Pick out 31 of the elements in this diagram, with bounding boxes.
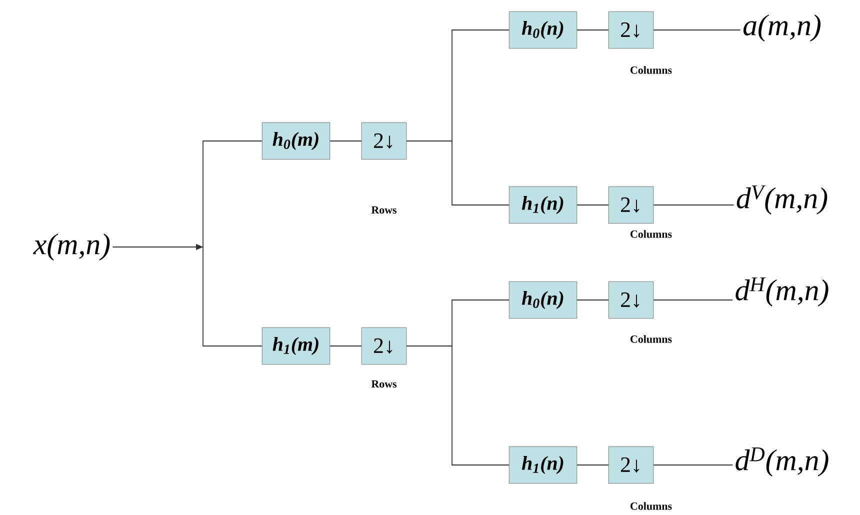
downsample-box: 2↓	[608, 446, 654, 484]
filter-box: h$_{1}$(n)	[508, 446, 578, 484]
connector	[112, 244, 262, 346]
output-signal: d$^{V}$(m,n)	[736, 185, 828, 215]
axis-label: Columns	[630, 66, 672, 74]
axis-label: Columns	[630, 230, 672, 238]
connector	[653, 464, 734, 466]
filter-box: h$_{0}$(m)	[262, 122, 330, 160]
connector	[653, 204, 734, 206]
downsample-box: 2↓	[361, 327, 407, 365]
output-signal: d$^{D}$(m,n)	[736, 447, 828, 477]
filter-box: h$_{0}$(n)	[508, 281, 578, 319]
output-signal: d$^{H}$(m,n)	[736, 277, 828, 307]
input-signal: x(m,n)	[33, 233, 110, 261]
filter-box: h$_{1}$(n)	[508, 186, 578, 224]
connector	[330, 140, 362, 142]
connector	[576, 204, 609, 206]
connector	[406, 346, 510, 466]
filter-box: h$_{0}$(n)	[508, 11, 578, 49]
downsample-box: 2↓	[608, 186, 654, 224]
axis-label: Columns	[630, 335, 672, 343]
output-signal: a(m,n)	[743, 14, 820, 42]
filter-box: h$_{1}$(m)	[262, 327, 330, 365]
downsample-box: 2↓	[361, 122, 407, 160]
downsample-box: 2↓	[608, 11, 654, 49]
axis-label: Rows	[371, 206, 397, 214]
connector	[406, 140, 510, 206]
downsample-box: 2↓	[608, 281, 654, 319]
axis-label: Rows	[371, 380, 397, 388]
axis-label: Columns	[630, 502, 672, 510]
connector	[576, 464, 609, 466]
